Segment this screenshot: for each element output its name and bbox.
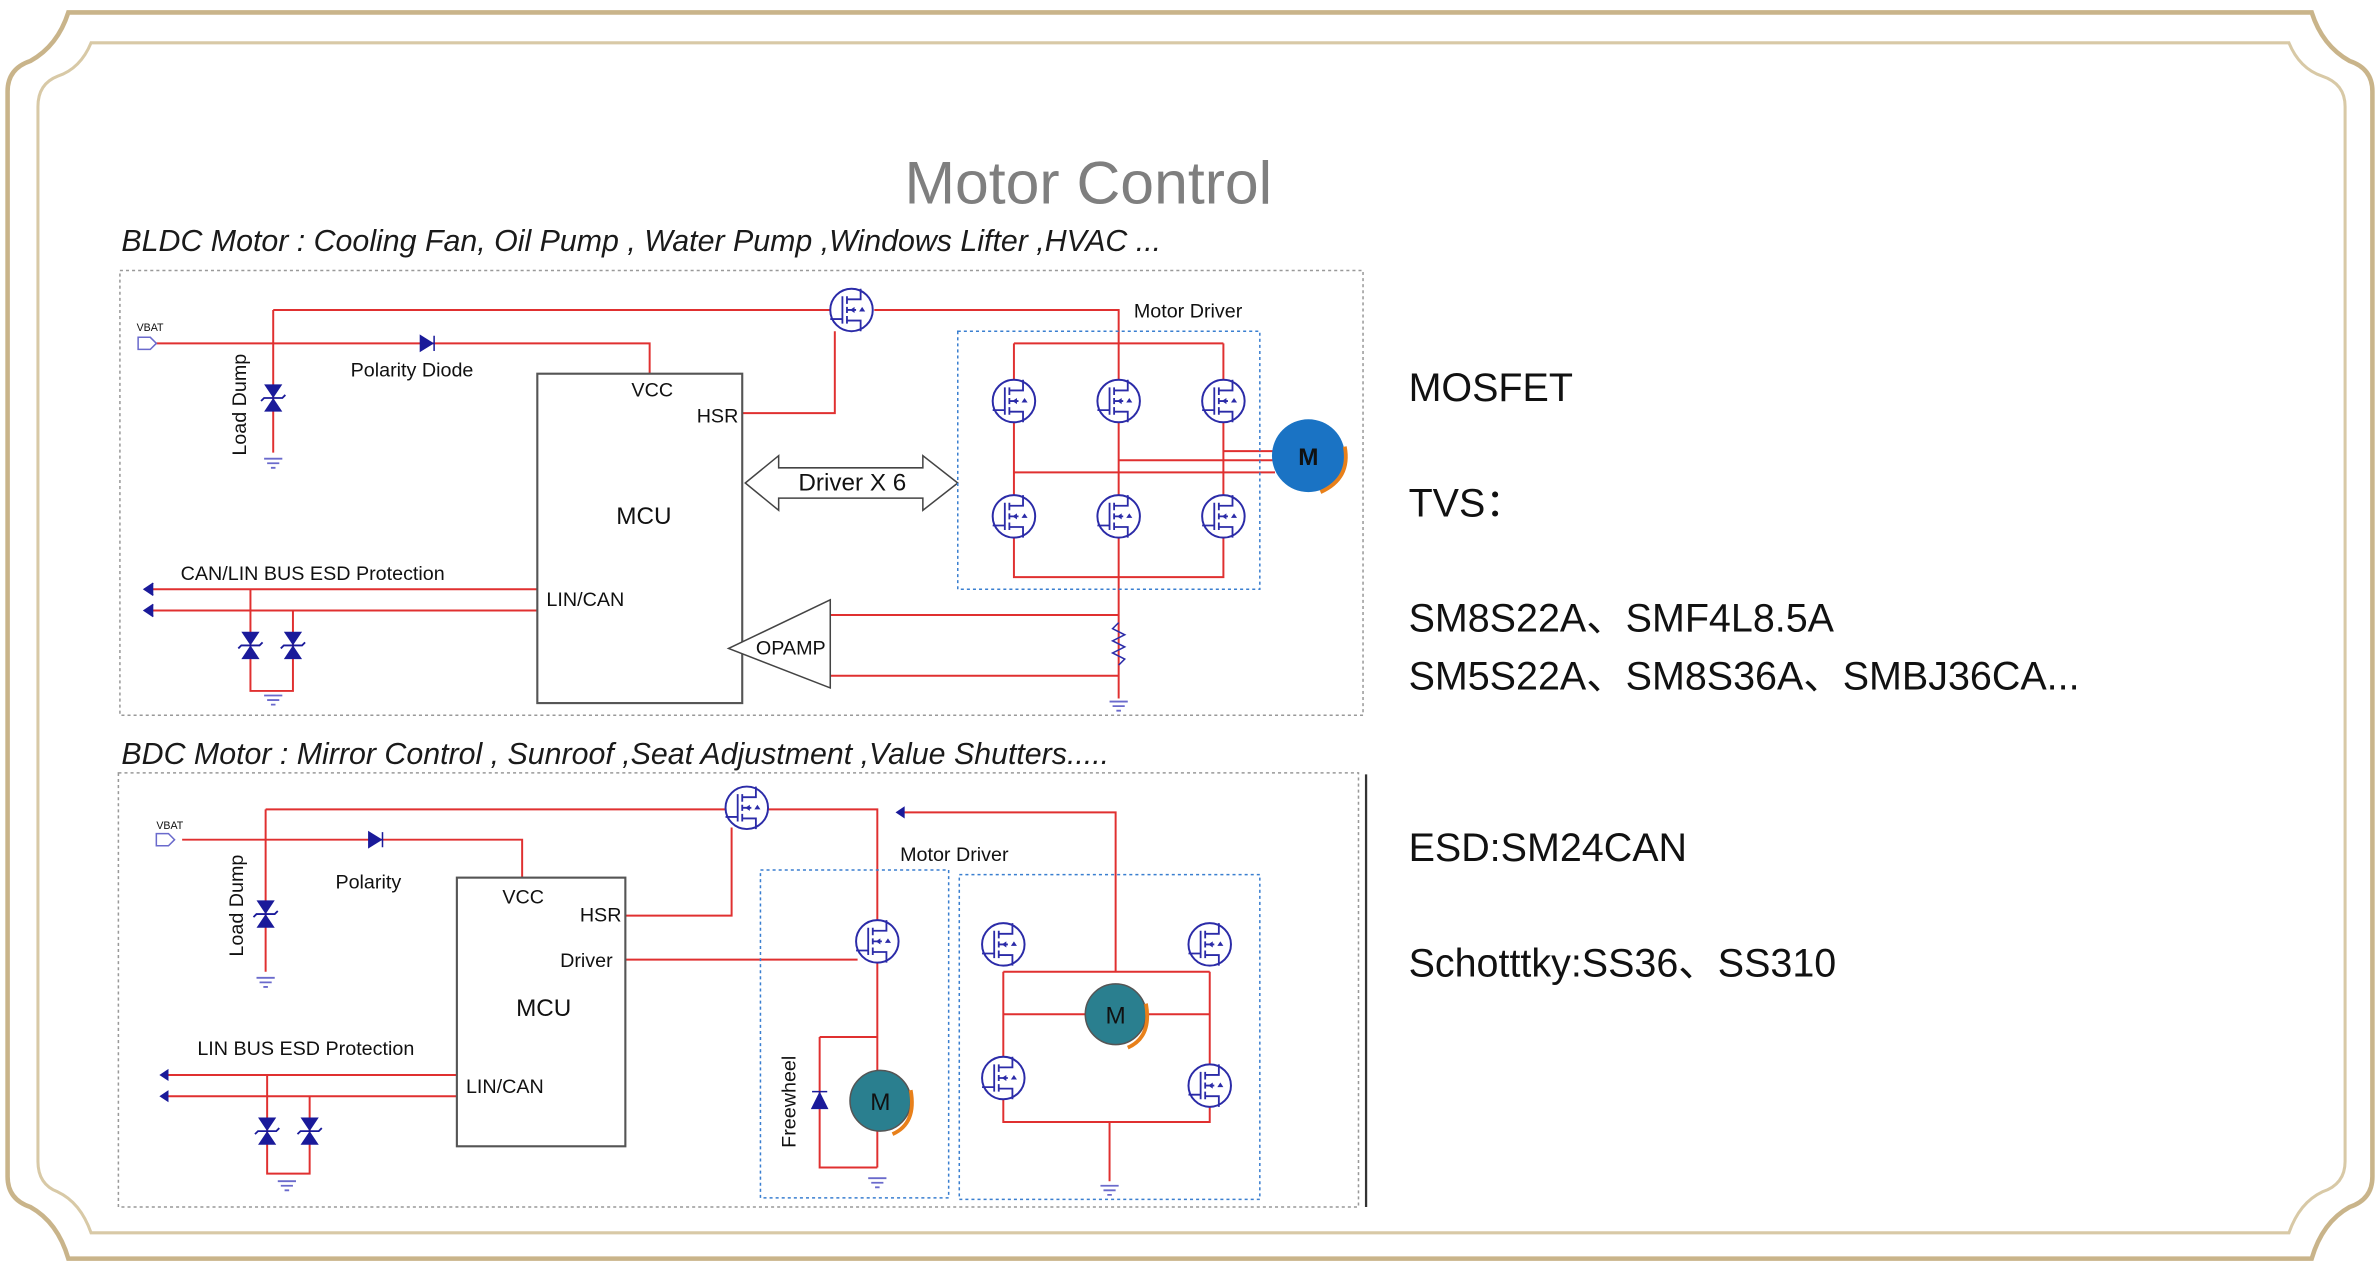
motor-driver-label: Motor Driver bbox=[1134, 301, 1243, 323]
freewheel-label: Freewheel bbox=[778, 1056, 800, 1148]
mosfet-icon bbox=[981, 922, 1026, 967]
mosfet-icon bbox=[991, 494, 1037, 539]
parts-esd: ESD:SM24CAN bbox=[1409, 826, 1687, 870]
mosfet-icon bbox=[1187, 922, 1232, 967]
parts-tvs-line1: SM8S22A、SMF4L8.5A bbox=[1409, 597, 1835, 641]
mosfet-icon bbox=[1201, 378, 1246, 424]
parts-mosfet: MOSFET bbox=[1409, 366, 1573, 410]
driver-x6-label: Driver X 6 bbox=[798, 470, 906, 497]
load-dump-label: Load Dump bbox=[229, 354, 251, 456]
mcu-driver-pin: Driver bbox=[560, 950, 613, 972]
polarity-diode-icon bbox=[419, 334, 435, 353]
mosfet-icon bbox=[1187, 1063, 1232, 1108]
mcu-lin-can-pin: LIN/CAN bbox=[466, 1076, 544, 1098]
bldc-heading: BLDC Motor : Cooling Fan, Oil Pump , Wat… bbox=[121, 225, 1161, 258]
polarity-diode-label: Polarity Diode bbox=[351, 360, 474, 382]
polarity-diode-icon bbox=[368, 830, 384, 849]
vbat-label: VBAT bbox=[137, 322, 164, 334]
recommended-parts: MOSFET TVS： SM8S22A、SMF4L8.5A SM5S22A、SM… bbox=[1409, 366, 2080, 985]
feedback-arrow-icon bbox=[895, 806, 905, 819]
bdc-mcu-block bbox=[455, 876, 627, 1148]
shunt-resistor-icon bbox=[1110, 622, 1127, 666]
low-side-mosfet-icon bbox=[855, 919, 900, 964]
bus-arrow-icon bbox=[142, 582, 154, 618]
motor-label: M bbox=[1106, 1002, 1126, 1029]
parts-tvs-heading: TVS： bbox=[1409, 481, 1525, 525]
mcu-label: MCU bbox=[516, 995, 571, 1022]
bdc-heading: BDC Motor : Mirror Control , Sunroof ,Se… bbox=[121, 738, 1109, 771]
vbat-connector bbox=[137, 336, 158, 351]
high-side-mosfet-icon bbox=[829, 287, 874, 333]
freewheel-diode-icon bbox=[810, 1090, 829, 1110]
mosfet-icon bbox=[991, 378, 1037, 424]
parts-schottky: Schotttky:SS36、SS310 bbox=[1409, 941, 1837, 985]
bldc-mcu-block bbox=[536, 372, 744, 705]
mcu-vcc-pin: VCC bbox=[631, 379, 673, 401]
motor-label: M bbox=[870, 1089, 890, 1116]
opamp-triangle bbox=[726, 598, 832, 690]
mosfet-icon bbox=[981, 1055, 1026, 1101]
high-side-mosfet-icon bbox=[724, 785, 770, 831]
bus-arrow-icon bbox=[159, 1068, 169, 1103]
mcu-vcc-pin: VCC bbox=[502, 886, 544, 908]
mosfet-icon bbox=[1201, 494, 1246, 539]
mcu-hsr-pin: HSR bbox=[697, 405, 739, 427]
outer-frame bbox=[5, 10, 2375, 1261]
vbat-label: VBAT bbox=[156, 820, 183, 832]
rotation-arrow-icon bbox=[1126, 1003, 1150, 1050]
vbat-connector bbox=[155, 832, 176, 847]
esd-protection-label: CAN/LIN BUS ESD Protection bbox=[181, 563, 445, 585]
rotation-arrow-icon bbox=[891, 1089, 914, 1136]
bldc-motor-icon bbox=[1271, 419, 1345, 493]
bdc-diagram-frame bbox=[117, 772, 1360, 1208]
mosfet-icon bbox=[1096, 378, 1141, 424]
h-bridge-frame bbox=[958, 873, 1261, 1201]
page-title: Motor Control bbox=[904, 149, 1272, 217]
parts-tvs-line2: SM5S22A、SM8S36A、SMBJ36CA... bbox=[1409, 654, 2080, 698]
rotation-arrow-icon bbox=[1319, 446, 1348, 494]
bldc-diagram-frame bbox=[119, 269, 1364, 716]
esd-protection-label: LIN BUS ESD Protection bbox=[197, 1038, 414, 1060]
motor-driver-frame bbox=[957, 330, 1261, 590]
mcu-hsr-pin: HSR bbox=[580, 905, 622, 927]
load-dump-label: Load Dump bbox=[226, 855, 248, 957]
mcu-label: MCU bbox=[616, 503, 671, 530]
mcu-lin-can-pin: LIN/CAN bbox=[546, 589, 624, 611]
motor-driver-label: Motor Driver bbox=[900, 844, 1009, 866]
motor-label: M bbox=[1298, 444, 1318, 471]
mosfet-icon bbox=[1096, 494, 1141, 539]
opamp-label: OPAMP bbox=[756, 638, 826, 660]
polarity-label: Polarity bbox=[335, 871, 401, 893]
